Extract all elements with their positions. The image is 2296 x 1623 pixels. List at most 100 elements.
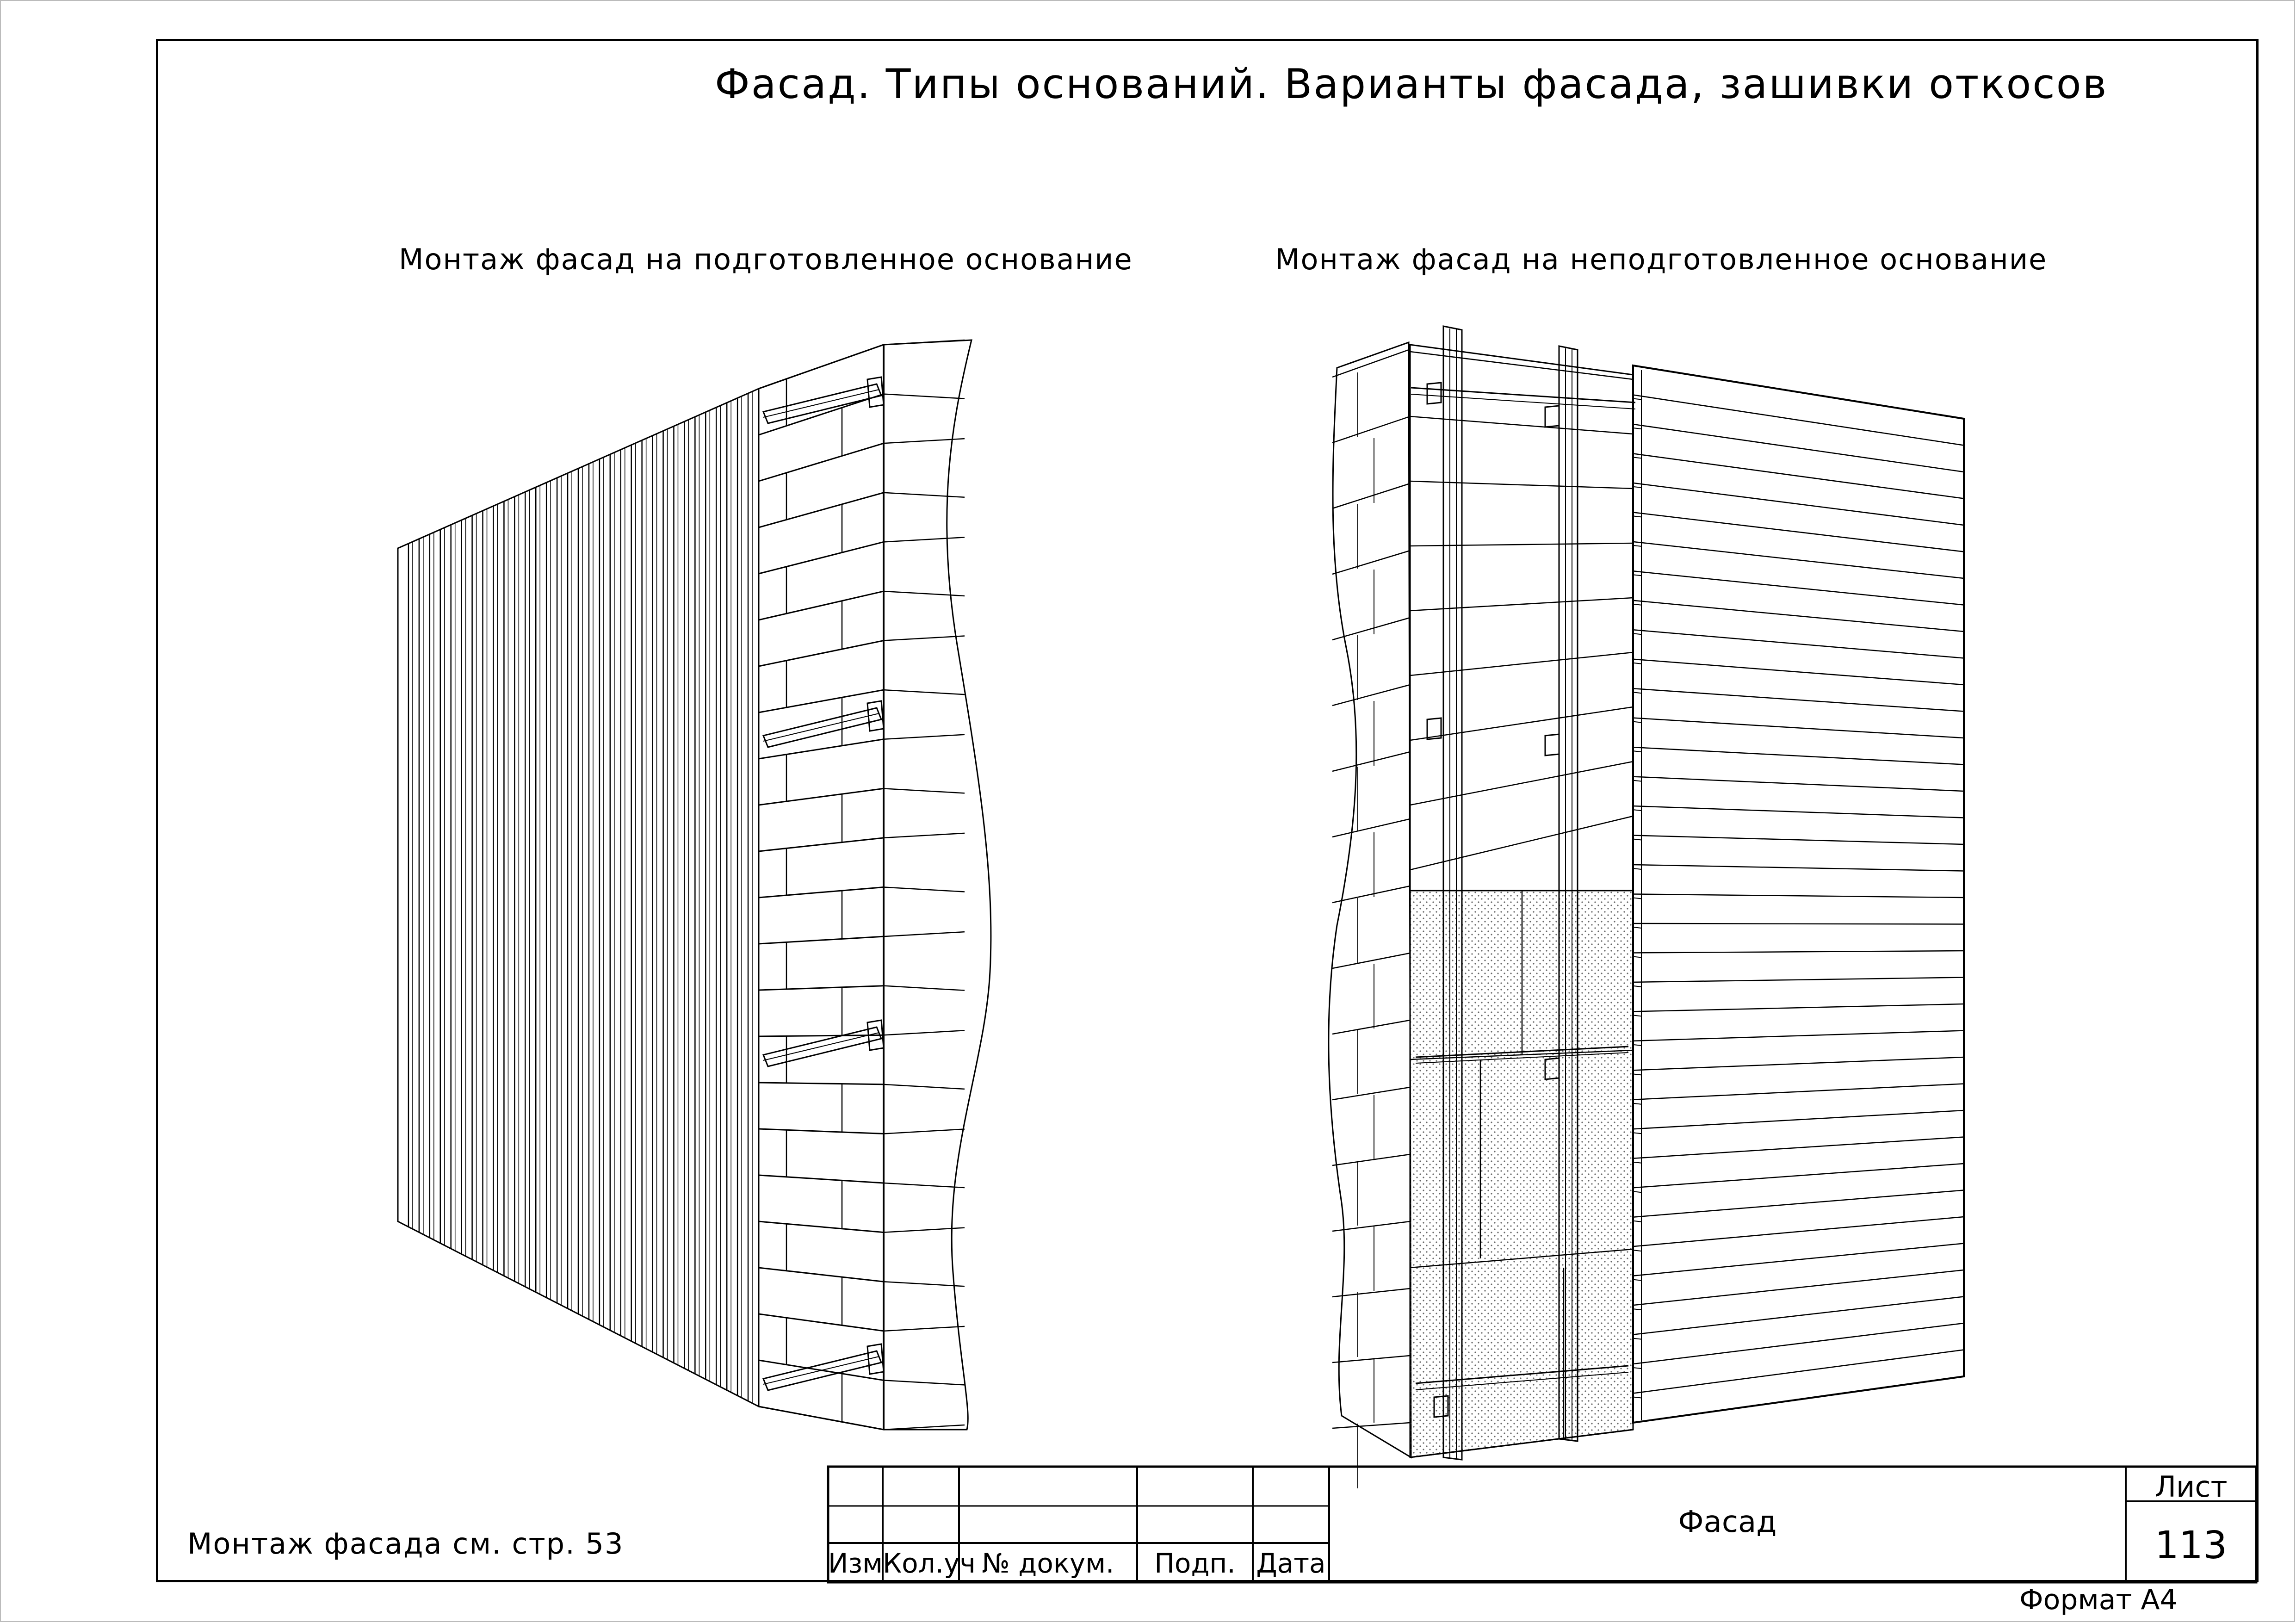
- bracket: [1433, 1395, 1449, 1418]
- siding-board-seam: [1633, 1216, 1964, 1247]
- stamp-col-kol: Кол.уч: [883, 1548, 976, 1579]
- block-course-line: [758, 1034, 884, 1037]
- siding-board-lip: [1633, 1044, 1642, 1046]
- horizontal-rail: [762, 1343, 885, 1391]
- back-wall-course-line: [1410, 415, 1634, 435]
- rail-groove: [763, 1032, 879, 1061]
- siding-board-seam: [1633, 950, 1964, 954]
- block-course-line: [758, 837, 884, 852]
- siding-board-lip: [1633, 1250, 1642, 1252]
- siding-board-seam: [1633, 1083, 1964, 1101]
- stamp-col-doc: № докум.: [982, 1548, 1114, 1579]
- column-course-line: [1332, 684, 1411, 706]
- horizontal-batten: [1415, 1046, 1629, 1058]
- siding-board-lip: [1633, 956, 1642, 958]
- siding-board-seam: [1633, 512, 1964, 552]
- vertical-profile: [1442, 325, 1463, 1461]
- horizontal-rail: [762, 1019, 885, 1067]
- bracket: [1426, 717, 1442, 740]
- siding-board-seam: [1633, 688, 1964, 712]
- column-course-line: [1332, 348, 1411, 378]
- block-course-end-line: [883, 832, 965, 839]
- block-course-end-line: [883, 689, 965, 695]
- siding-board-seam: [1633, 1163, 1964, 1189]
- siding-board-seam: [1633, 1243, 1964, 1276]
- block-course-end-line: [883, 931, 965, 937]
- siding-board-lip: [1633, 1396, 1642, 1399]
- siding-board-lip: [1633, 1161, 1642, 1164]
- siding-board-seam: [1633, 977, 1964, 983]
- block-course-end-line: [883, 1084, 965, 1090]
- siding-board-seam: [1633, 717, 1964, 739]
- siding-board-lip: [1633, 515, 1642, 518]
- block-course-line: [758, 1082, 884, 1085]
- block-course-end-line: [883, 1281, 965, 1287]
- siding-board-lip: [1633, 1338, 1642, 1340]
- back-wall-course-line: [1410, 651, 1634, 676]
- siding-board-seam: [1633, 423, 1964, 473]
- block-course-line: [758, 886, 884, 898]
- siding-board-seam: [1633, 923, 1964, 925]
- block-course-end-line: [883, 492, 965, 498]
- siding-board-seam: [1633, 864, 1964, 872]
- siding-board-lip: [1633, 868, 1642, 870]
- rail-end-cap: [866, 376, 885, 408]
- block-course-line: [758, 640, 884, 667]
- horizontal-batten: [1415, 1365, 1629, 1384]
- block-course-end-line: [883, 886, 965, 892]
- horizontal-batten: [1411, 387, 1636, 403]
- siding-board-lip: [1633, 985, 1642, 987]
- siding-board-seam: [1633, 893, 1964, 898]
- block-course-line: [758, 738, 884, 760]
- wall-break-edge: [883, 339, 992, 1431]
- siding-board-lip: [1633, 662, 1642, 664]
- siding-board-lip: [1633, 486, 1642, 488]
- stamp-col-date: Дата: [1256, 1548, 1326, 1579]
- bracket: [1544, 1057, 1560, 1080]
- siding-board-lip: [1633, 1191, 1642, 1193]
- rail-end-cap: [866, 1343, 885, 1375]
- block-wall-face: [758, 343, 885, 1431]
- rail-groove: [763, 713, 879, 742]
- block-course-end-line: [883, 537, 965, 543]
- siding-board-seam: [1633, 1056, 1964, 1071]
- block-course-end-line: [883, 1326, 965, 1332]
- siding-board-seam: [1633, 805, 1964, 818]
- column-course-line: [1332, 751, 1411, 772]
- rail-groove: [763, 1356, 879, 1385]
- title-block: [827, 1465, 2258, 1584]
- rail-profile: [762, 383, 883, 424]
- back-wall-course-line: [1410, 815, 1634, 871]
- siding-board-lip: [1633, 750, 1642, 753]
- block-course-line: [758, 344, 884, 390]
- column-course-line: [1332, 1422, 1411, 1429]
- siding-board-lip: [1633, 926, 1642, 929]
- siding-board-seam: [1633, 629, 1964, 659]
- column-course-line: [1332, 952, 1411, 969]
- stamp-sheet-label: Лист: [2154, 1470, 2228, 1504]
- siding-board-lip: [1633, 897, 1642, 899]
- siding-board-lip: [1633, 1279, 1642, 1281]
- block-course-line: [758, 935, 884, 945]
- siding-board-lip: [1633, 809, 1642, 812]
- siding-board-seam: [1633, 394, 1964, 446]
- bracket: [1544, 733, 1560, 756]
- block-column-outline: [1328, 341, 1412, 1459]
- rail-end-cap: [866, 700, 885, 732]
- column-course-line: [1332, 1019, 1411, 1035]
- siding-board-lip: [1633, 427, 1642, 429]
- block-course-end-line: [883, 1227, 965, 1233]
- note-text: Монтаж фасада см. стр. 53: [187, 1527, 624, 1561]
- siding-board-lip: [1633, 838, 1642, 841]
- back-wall-course-line: [1410, 480, 1634, 489]
- siding-board-lip: [1633, 1015, 1642, 1017]
- siding-board-seam: [1633, 453, 1964, 499]
- block-course-line: [758, 1313, 884, 1332]
- left-caption: Монтаж фасад на подготовленное основание: [399, 242, 1133, 276]
- siding-board-seam: [1633, 1296, 1964, 1335]
- block-course-line: [758, 1128, 884, 1134]
- insulation-joint: [1410, 1248, 1634, 1269]
- siding-board-seam: [1633, 1322, 1964, 1365]
- stamp-sheet-number: 113: [2154, 1524, 2228, 1567]
